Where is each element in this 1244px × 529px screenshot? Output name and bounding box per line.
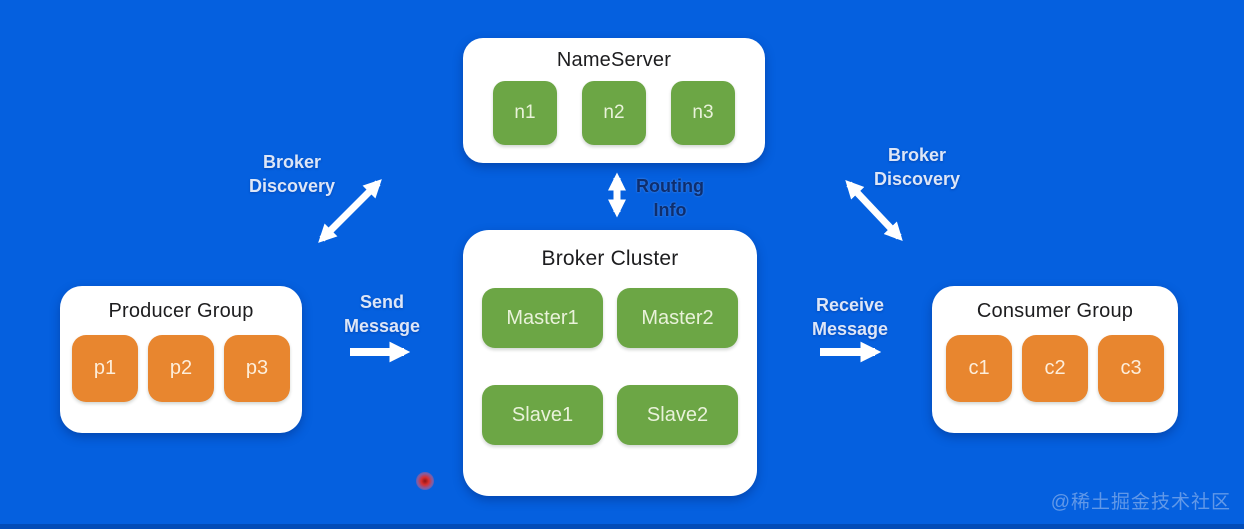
node-master2: Master2 <box>617 288 738 348</box>
routing-info-label: Routing Info <box>636 176 704 220</box>
node-p2: p2 <box>148 335 214 402</box>
node-n3: n3 <box>671 81 735 145</box>
broker-discovery-right-label: Broker Discovery <box>873 145 961 189</box>
node-c3: c3 <box>1098 335 1164 402</box>
red-pointer-dot <box>416 472 434 490</box>
node-slave2: Slave2 <box>617 385 738 445</box>
nameserver-box: NameServer n1 n2 n3 <box>463 38 765 163</box>
nameserver-title: NameServer <box>556 49 672 71</box>
node-c2: c2 <box>1022 335 1088 402</box>
node-n1: n1 <box>493 81 557 145</box>
nameserver-nodes: n1 n2 n3 <box>493 81 735 145</box>
broker-cluster-title: Broker Cluster <box>541 247 679 270</box>
send-message-label: Send Message <box>343 292 421 336</box>
producer-group-title: Producer Group <box>108 300 254 322</box>
producer-group-box: Producer Group p1 p2 p3 <box>60 286 302 433</box>
broker-discovery-right-arrow <box>845 180 903 241</box>
broker-discovery-left-label: Broker Discovery <box>248 152 336 196</box>
receive-message-label: Receive Message <box>811 295 889 339</box>
node-c1: c1 <box>946 335 1012 402</box>
node-slave1: Slave1 <box>482 385 603 445</box>
consumer-group-nodes: c1 c2 c3 <box>946 335 1164 402</box>
consumer-group-box: Consumer Group c1 c2 c3 <box>932 286 1178 433</box>
node-n2: n2 <box>582 81 646 145</box>
consumer-group-title: Consumer Group <box>976 300 1134 322</box>
node-p1: p1 <box>72 335 138 402</box>
broker-cluster-box: Broker Cluster Master1 Master2 Slave1 Sl… <box>463 230 757 496</box>
node-p3: p3 <box>224 335 290 402</box>
broker-cluster-nodes: Master1 Master2 Slave1 Slave2 <box>482 288 738 445</box>
watermark-text: @稀土掘金技术社区 <box>1050 492 1231 513</box>
node-master1: Master1 <box>482 288 603 348</box>
bottom-edge-strip <box>0 524 1244 529</box>
producer-group-nodes: p1 p2 p3 <box>72 335 290 402</box>
